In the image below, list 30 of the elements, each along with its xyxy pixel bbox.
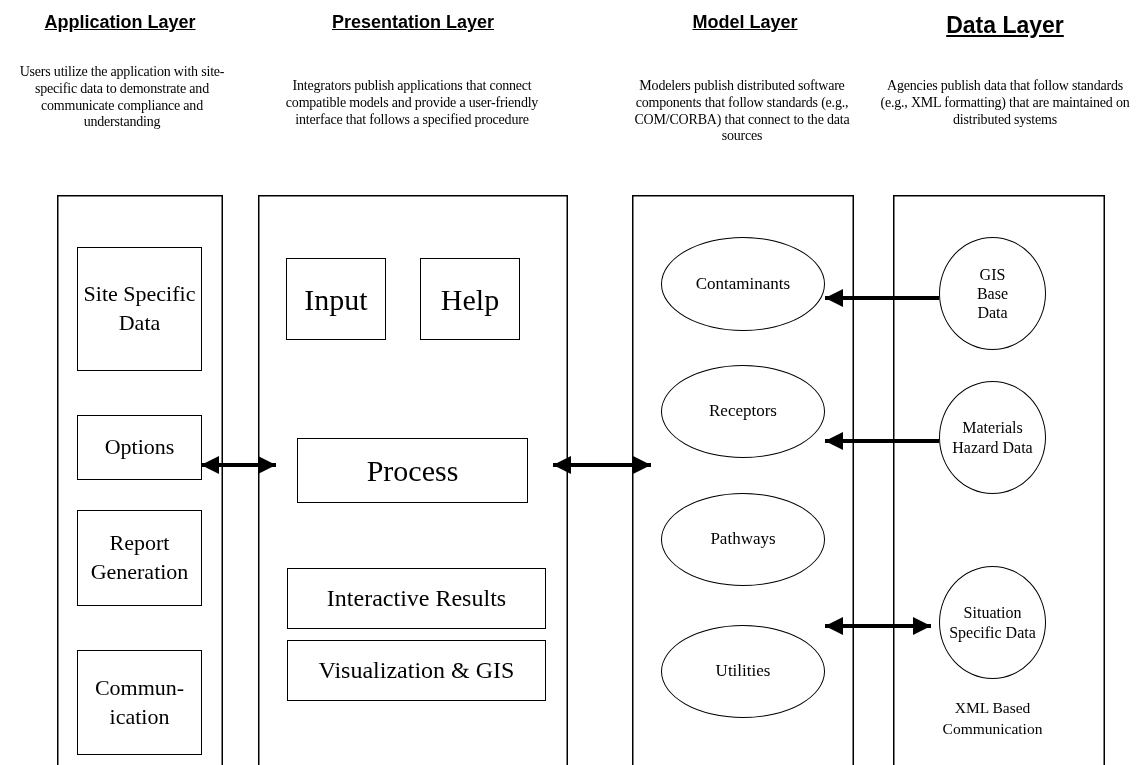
component-box: Commun-ication bbox=[77, 650, 202, 755]
component-box: Visualization & GIS bbox=[287, 640, 546, 701]
arrow bbox=[553, 456, 651, 474]
component-box: Report Generation bbox=[77, 510, 202, 606]
layer-heading: Application Layer bbox=[43, 12, 197, 33]
component-ellipse: GIS Base Data bbox=[939, 237, 1046, 350]
layer-description: Modelers publish distributed software components that follow standards (e.g., COM/CORBA) that connect to the data sources bbox=[633, 78, 851, 146]
arrow bbox=[825, 432, 939, 450]
component-box: Site Specific Data bbox=[77, 247, 202, 371]
layer-heading: Model Layer bbox=[691, 12, 799, 33]
layer-description: Agencies publish data that follow standards (e.g., XML formatting) that are maintained on distributed systems bbox=[880, 78, 1130, 129]
note-text: XML Based Communication bbox=[941, 698, 1044, 739]
component-box: Interactive Results bbox=[287, 568, 546, 629]
component-ellipse: Contaminants bbox=[661, 237, 825, 331]
component-ellipse: Materials Hazard Data bbox=[939, 381, 1046, 494]
arrow bbox=[201, 456, 276, 474]
component-box: Options bbox=[77, 415, 202, 480]
component-ellipse: Pathways bbox=[661, 493, 825, 586]
layer-heading: Presentation Layer bbox=[330, 12, 496, 33]
component-box: Input bbox=[286, 258, 386, 340]
layer-description: Integrators publish applications that connect compatible models and provide a user-friendly interface that follows a specified procedure bbox=[284, 78, 540, 129]
component-ellipse: Situation Specific Data bbox=[939, 566, 1046, 679]
layer-description: Users utilize the application with site-specific data to demonstrate and communicate compliance and understanding bbox=[18, 64, 226, 132]
component-box: Process bbox=[297, 438, 528, 503]
arrow bbox=[825, 289, 939, 307]
layer-heading: Data Layer bbox=[945, 12, 1065, 39]
arrow bbox=[825, 617, 931, 635]
component-ellipse: Receptors bbox=[661, 365, 825, 458]
component-box: Help bbox=[420, 258, 520, 340]
component-ellipse: Utilities bbox=[661, 625, 825, 718]
